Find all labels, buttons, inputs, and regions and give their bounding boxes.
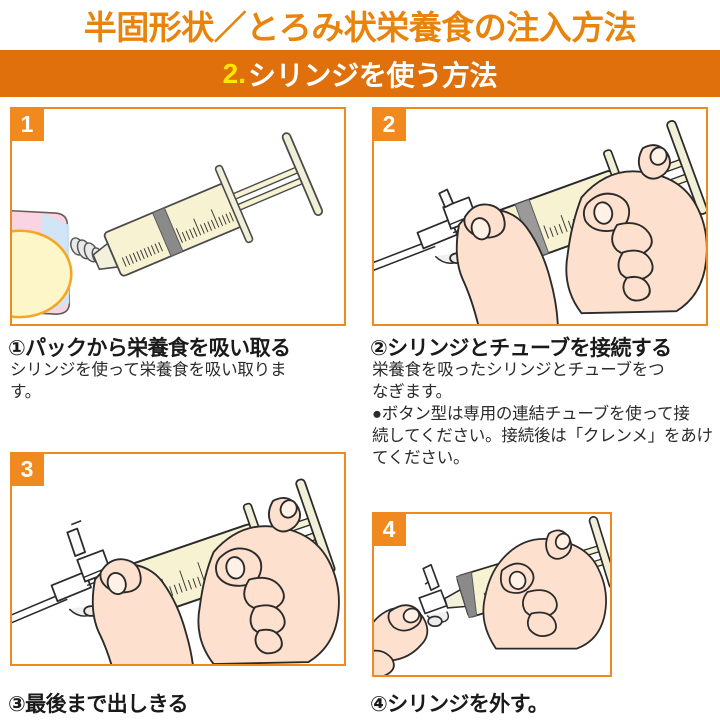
panel-1-badge: 1 — [10, 107, 44, 141]
panel-4-badge: 4 — [372, 512, 406, 546]
subtitle-bar: 2. シリンジを使う方法 — [0, 50, 720, 97]
panel-1-body-line-2: す。 — [10, 382, 41, 401]
panel-3-heading: ③最後まで出しきる — [8, 693, 189, 716]
hands-detaching-syringe-illustration — [374, 516, 610, 675]
syringe-drawing-from-pack-illustration — [12, 132, 324, 319]
panel-2-image — [372, 107, 708, 326]
panel-2-body-line-5: てください。 — [372, 448, 470, 467]
panel-2-body: 栄養食を吸ったシリンジとチューブをつ なぎます。 ●ボタン型は専用の連結チューブ… — [372, 360, 716, 470]
panel-2-body-line-4: 続してください。接続後は「クレンメ」をあけ — [372, 426, 713, 445]
panel-2-badge: 2 — [372, 107, 406, 141]
panel-2-heading: ②シリンジとチューブを接続する — [370, 337, 672, 360]
panel-2-body-line-3: ●ボタン型は専用の連結チューブを使って接 — [372, 404, 690, 423]
panel-3-badge: 3 — [10, 452, 44, 486]
page-title: 半固形状／とろみ状栄養食の注入方法 — [83, 9, 637, 46]
subtitle-text: シリンジを使う方法 — [248, 59, 498, 91]
panel-1-heading: ①パックから栄養食を吸い取る — [8, 337, 291, 360]
hands-connecting-syringe-to-tube-illustration — [374, 120, 706, 324]
subtitle-number: 2. — [222, 57, 247, 89]
panel-4-heading: ④シリンジを外す。 — [370, 693, 549, 716]
hands-pushing-plunger-fully-illustration — [12, 478, 340, 664]
panel-1-image — [10, 107, 346, 326]
panel-1-body: シリンジを使って栄養食を吸い取りま す。 — [10, 360, 350, 404]
panel-2-body-line-2: なぎます。 — [372, 382, 452, 401]
panel-1-body-line-1: シリンジを使って栄養食を吸い取りま — [10, 361, 287, 379]
panel-4-image — [372, 512, 612, 677]
panel-2-body-line-1: 栄養食を吸ったシリンジとチューブをつ — [372, 361, 665, 379]
panel-3-image — [10, 452, 346, 666]
